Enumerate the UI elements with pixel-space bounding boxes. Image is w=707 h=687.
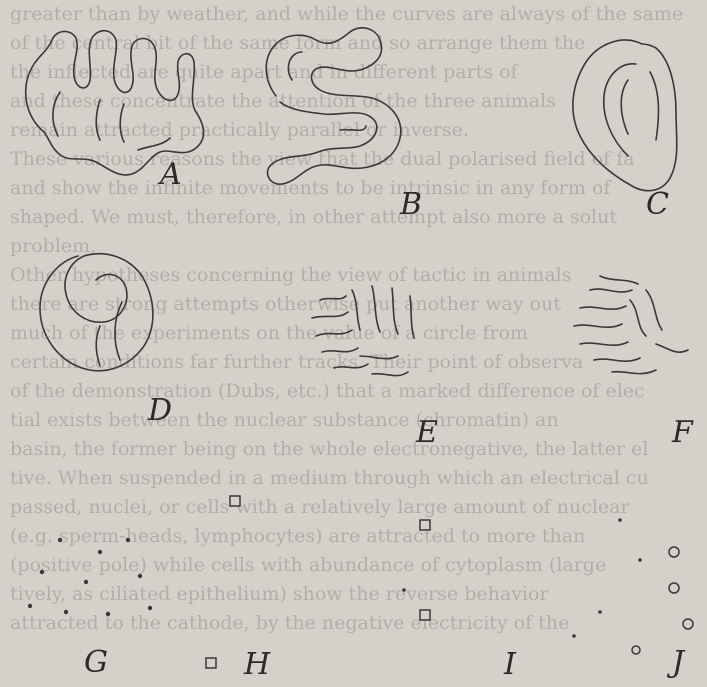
label-g: G <box>84 648 108 678</box>
rings-j <box>572 518 693 654</box>
trail-d <box>40 254 153 371</box>
label-a: A <box>160 160 182 190</box>
label-d: D <box>148 396 172 426</box>
label-e: E <box>416 418 438 448</box>
trail-c <box>573 40 677 191</box>
trail-e <box>312 286 414 376</box>
trail-f <box>574 276 688 374</box>
trail-b <box>266 28 401 184</box>
trail-a <box>26 31 204 175</box>
label-b: B <box>400 190 422 220</box>
label-i: I <box>504 650 516 680</box>
squares-h <box>206 496 240 668</box>
label-c: C <box>646 190 669 220</box>
dots-g <box>28 538 152 616</box>
label-h: H <box>244 650 270 680</box>
label-j: J <box>672 648 684 678</box>
squares-i <box>402 520 430 620</box>
label-f: F <box>672 418 693 448</box>
